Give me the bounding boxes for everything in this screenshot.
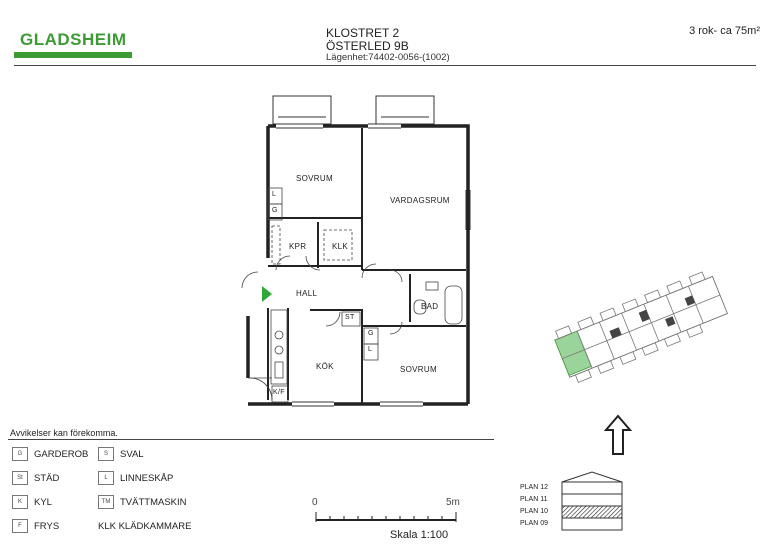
balcony-left — [272, 95, 332, 125]
legend-code: L — [98, 471, 114, 485]
legend-item: St STÄD — [12, 470, 88, 486]
marker-stad: ST — [345, 314, 355, 321]
room-hall: HALL — [296, 289, 318, 298]
marker-linne: L — [272, 191, 277, 198]
header-divider — [14, 65, 756, 66]
floor-current-hatch — [561, 505, 623, 519]
project-name: KLOSTRET 2 — [326, 26, 400, 40]
legend-label: GARDEROB — [34, 448, 89, 460]
floor-label: PLAN 11 — [520, 496, 548, 503]
room-klk: KLK — [332, 242, 349, 251]
logo-underline — [14, 52, 132, 58]
disclaimer: Avvikelser kan förekomma. — [10, 428, 118, 438]
unit-number: Lägenhet:74402-0056-(1002) — [326, 52, 450, 63]
legend-label: FRYS — [34, 520, 60, 532]
scale-bar — [315, 512, 457, 522]
logo-text: GLADSHEIM — [20, 30, 127, 49]
room-kpr: KPR — [289, 242, 307, 251]
legend-label: KYL — [34, 496, 52, 508]
scale-start: 0 — [312, 497, 318, 508]
legend-label: SVAL — [120, 448, 144, 460]
room-sovrum-bottom: SOVRUM — [400, 365, 437, 374]
legend-code: G — [12, 447, 28, 461]
street-address: ÖSTERLED 9B — [326, 39, 409, 53]
legend-item: G GARDEROB — [12, 446, 88, 462]
legend-item: K KYL — [12, 494, 88, 510]
floor-label-current: PLAN 10 — [520, 508, 549, 515]
floor-label: PLAN 09 — [520, 520, 549, 527]
room-vardagsrum: VARDAGSRUM — [390, 196, 450, 205]
legend-right: S SVAL L LINNESKÅP TM TVÄTTMASKIN KLK KL… — [98, 446, 191, 534]
scale-end: 5m — [446, 497, 460, 508]
room-sovrum-top: SOVRUM — [296, 174, 333, 183]
legend-code: F — [12, 519, 28, 533]
legend-code: S — [98, 447, 114, 461]
balcony-right — [375, 95, 435, 125]
floor-label: PLAN 12 — [520, 484, 549, 491]
legend-label: LINNESKÅP — [120, 472, 174, 484]
legend-left: G GARDEROB St STÄD K KYL F FRYS — [12, 446, 88, 534]
legend-item: KLK KLÄDKAMMARE — [98, 518, 191, 534]
apartment-size: 3 rok- ca 75m² — [689, 25, 760, 37]
legend-label: KLK KLÄDKAMMARE — [98, 520, 192, 532]
legend-item: L LINNESKÅP — [98, 470, 191, 486]
building-key-plan — [554, 271, 728, 383]
legend-code: K — [12, 495, 28, 509]
entrance-arrow-icon — [262, 286, 272, 302]
marker-kyl-frys: K/F — [273, 389, 285, 396]
legend-code: TM — [98, 495, 114, 509]
room-kok: KÖK — [316, 362, 334, 371]
legend-label: STÄD — [34, 472, 60, 484]
scale-label: Skala 1:100 — [390, 529, 449, 541]
marker-linne-2: L — [368, 346, 373, 353]
room-bad: BAD — [421, 302, 439, 311]
legend-item: S SVAL — [98, 446, 191, 462]
legend-item: F FRYS — [12, 518, 88, 534]
marker-garderob-2: G — [368, 330, 374, 337]
floor-indicator — [561, 471, 623, 531]
disclaimer-divider — [8, 439, 494, 440]
legend-item: TM TVÄTTMASKIN — [98, 494, 191, 510]
logo — [14, 28, 132, 54]
legend-code: St — [12, 471, 28, 485]
legend-label: TVÄTTMASKIN — [120, 496, 187, 508]
north-arrow-icon — [604, 414, 632, 455]
marker-garderob: G — [272, 207, 278, 214]
